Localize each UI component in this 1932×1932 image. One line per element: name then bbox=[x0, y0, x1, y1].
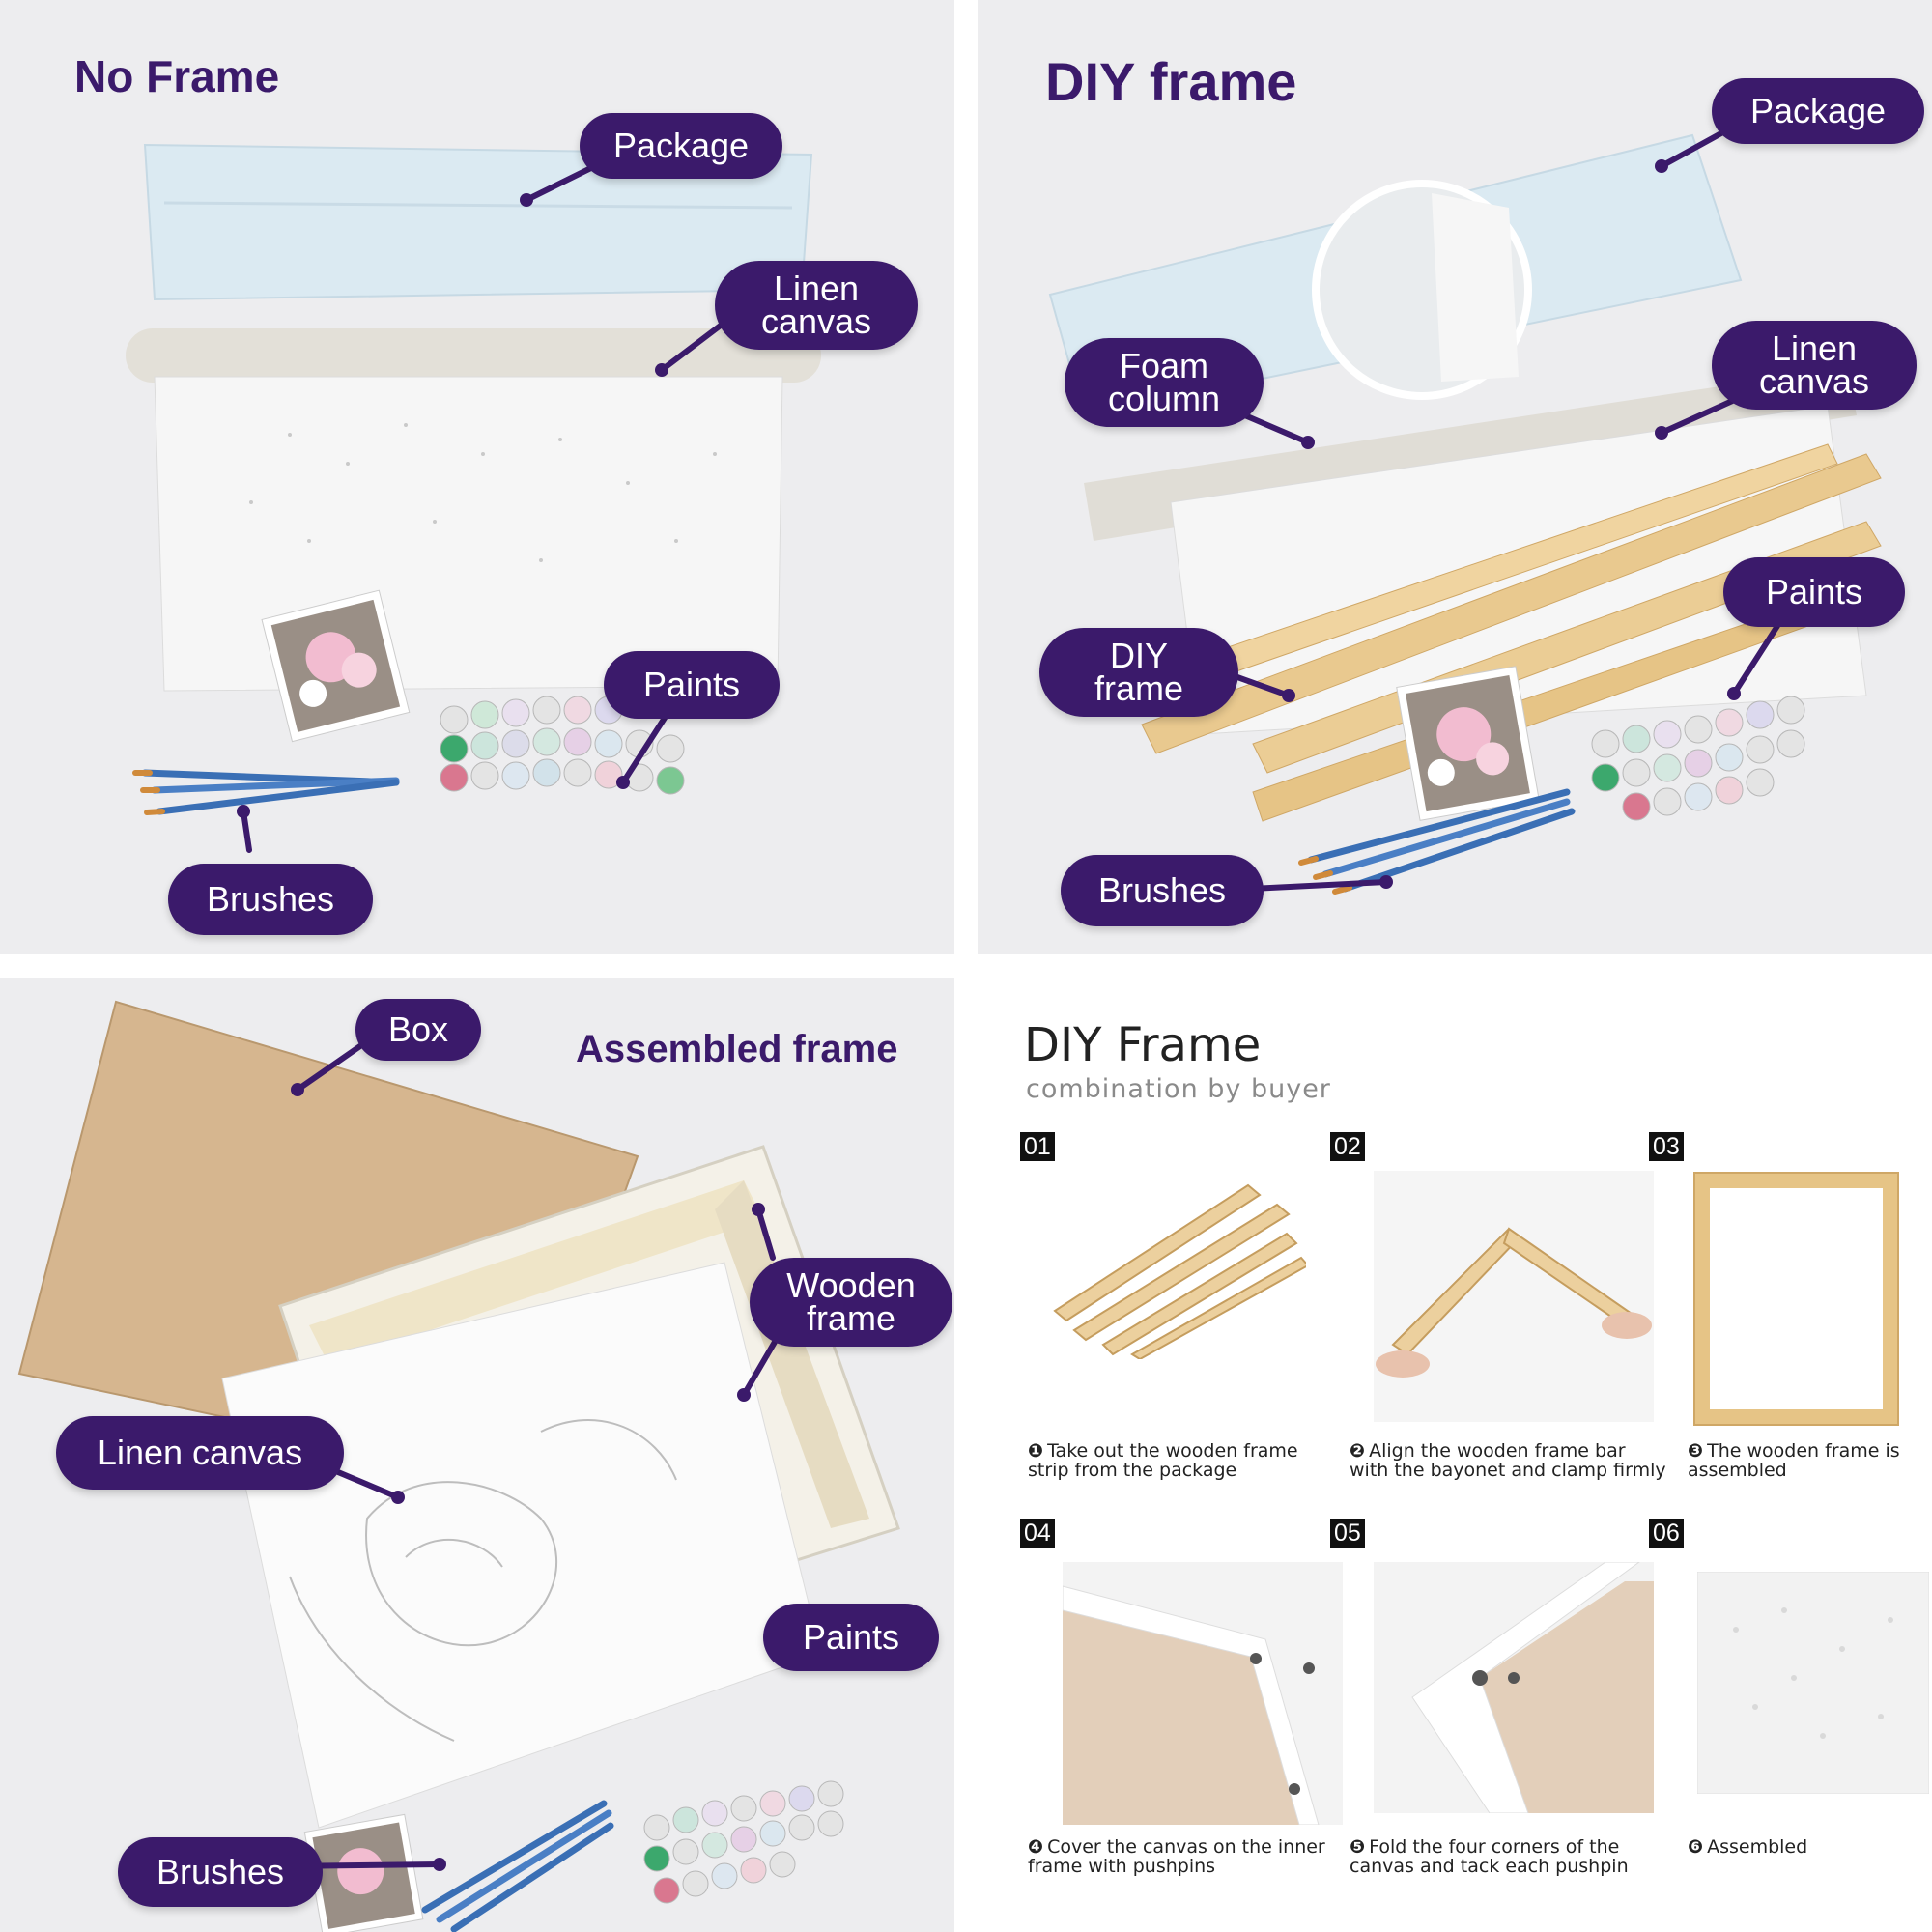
step-4-marker: ❹ bbox=[1028, 1836, 1044, 1858]
diy-frame-title: DIY frame bbox=[1045, 51, 1297, 112]
step-2-number: 02 bbox=[1330, 1132, 1365, 1161]
label-paints: Paints bbox=[604, 651, 780, 719]
steps-subtitle: combination by buyer bbox=[1026, 1074, 1331, 1104]
reference-photo bbox=[261, 589, 411, 743]
label-brushes: Brushes bbox=[168, 864, 373, 935]
step-4-number: 04 bbox=[1020, 1519, 1055, 1548]
label-foam-column: Foam column bbox=[1065, 338, 1264, 427]
assembled-title: Assembled frame bbox=[576, 1028, 898, 1070]
steps-title: DIY Frame bbox=[1024, 1018, 1262, 1072]
label-box: Box bbox=[355, 999, 481, 1061]
step-3-marker: ❸ bbox=[1688, 1440, 1704, 1462]
label-paints: Paints bbox=[763, 1604, 939, 1671]
step-2-join-image bbox=[1374, 1171, 1654, 1422]
brushes bbox=[132, 769, 400, 815]
step-6-marker: ❻ bbox=[1688, 1836, 1704, 1858]
paint-pots bbox=[440, 696, 685, 795]
assembled-product-illustration bbox=[17, 1000, 900, 1932]
label-linen-canvas: Linen canvas bbox=[715, 261, 918, 350]
reference-photo bbox=[303, 1813, 424, 1932]
brushes bbox=[421, 1800, 614, 1932]
step-1-marker: ❶ bbox=[1028, 1440, 1044, 1462]
label-linen-canvas: Linen canvas bbox=[56, 1416, 344, 1490]
step-5-number: 05 bbox=[1330, 1519, 1365, 1548]
label-linen-canvas: Linen canvas bbox=[1712, 321, 1917, 410]
step-6-number: 06 bbox=[1649, 1519, 1684, 1548]
step-5-marker: ❺ bbox=[1350, 1836, 1366, 1858]
step-1-number: 01 bbox=[1020, 1132, 1055, 1161]
label-brushes: Brushes bbox=[1061, 855, 1264, 926]
linen-canvas-roll bbox=[126, 328, 821, 383]
label-package: Package bbox=[580, 113, 782, 179]
paint-pots bbox=[643, 1780, 844, 1904]
panel-assembled-frame: Assembled frame Box Wooden frame Linen c… bbox=[0, 978, 954, 1932]
panel-diy-frame: DIY frame Package Foam column Linen canv… bbox=[978, 0, 1932, 954]
reference-photo bbox=[1396, 666, 1540, 821]
no-frame-product-illustration bbox=[126, 143, 821, 815]
label-wooden-frame: Wooden frame bbox=[750, 1258, 952, 1347]
panel-no-frame: No Frame Package Linen canvas Paints Bru… bbox=[0, 0, 954, 954]
label-package: Package bbox=[1712, 78, 1924, 144]
step-5-corner-image bbox=[1374, 1562, 1654, 1813]
label-paints: Paints bbox=[1723, 557, 1905, 627]
step-3-assembled-frame-image bbox=[1693, 1172, 1899, 1426]
no-frame-title: No Frame bbox=[74, 51, 280, 101]
label-brushes: Brushes bbox=[118, 1837, 323, 1907]
label-diy-frame: DIY frame bbox=[1039, 628, 1238, 717]
step-6-assembled-canvas-image bbox=[1697, 1572, 1929, 1794]
step-1-wood-strips-image bbox=[1053, 1183, 1306, 1359]
step-4-pushpin-image bbox=[1063, 1562, 1343, 1825]
paint-pots bbox=[1591, 696, 1805, 821]
brushes bbox=[1298, 788, 1576, 895]
canvas-sheet bbox=[154, 376, 783, 692]
step-2-marker: ❷ bbox=[1350, 1440, 1366, 1462]
step-3-number: 03 bbox=[1649, 1132, 1684, 1161]
